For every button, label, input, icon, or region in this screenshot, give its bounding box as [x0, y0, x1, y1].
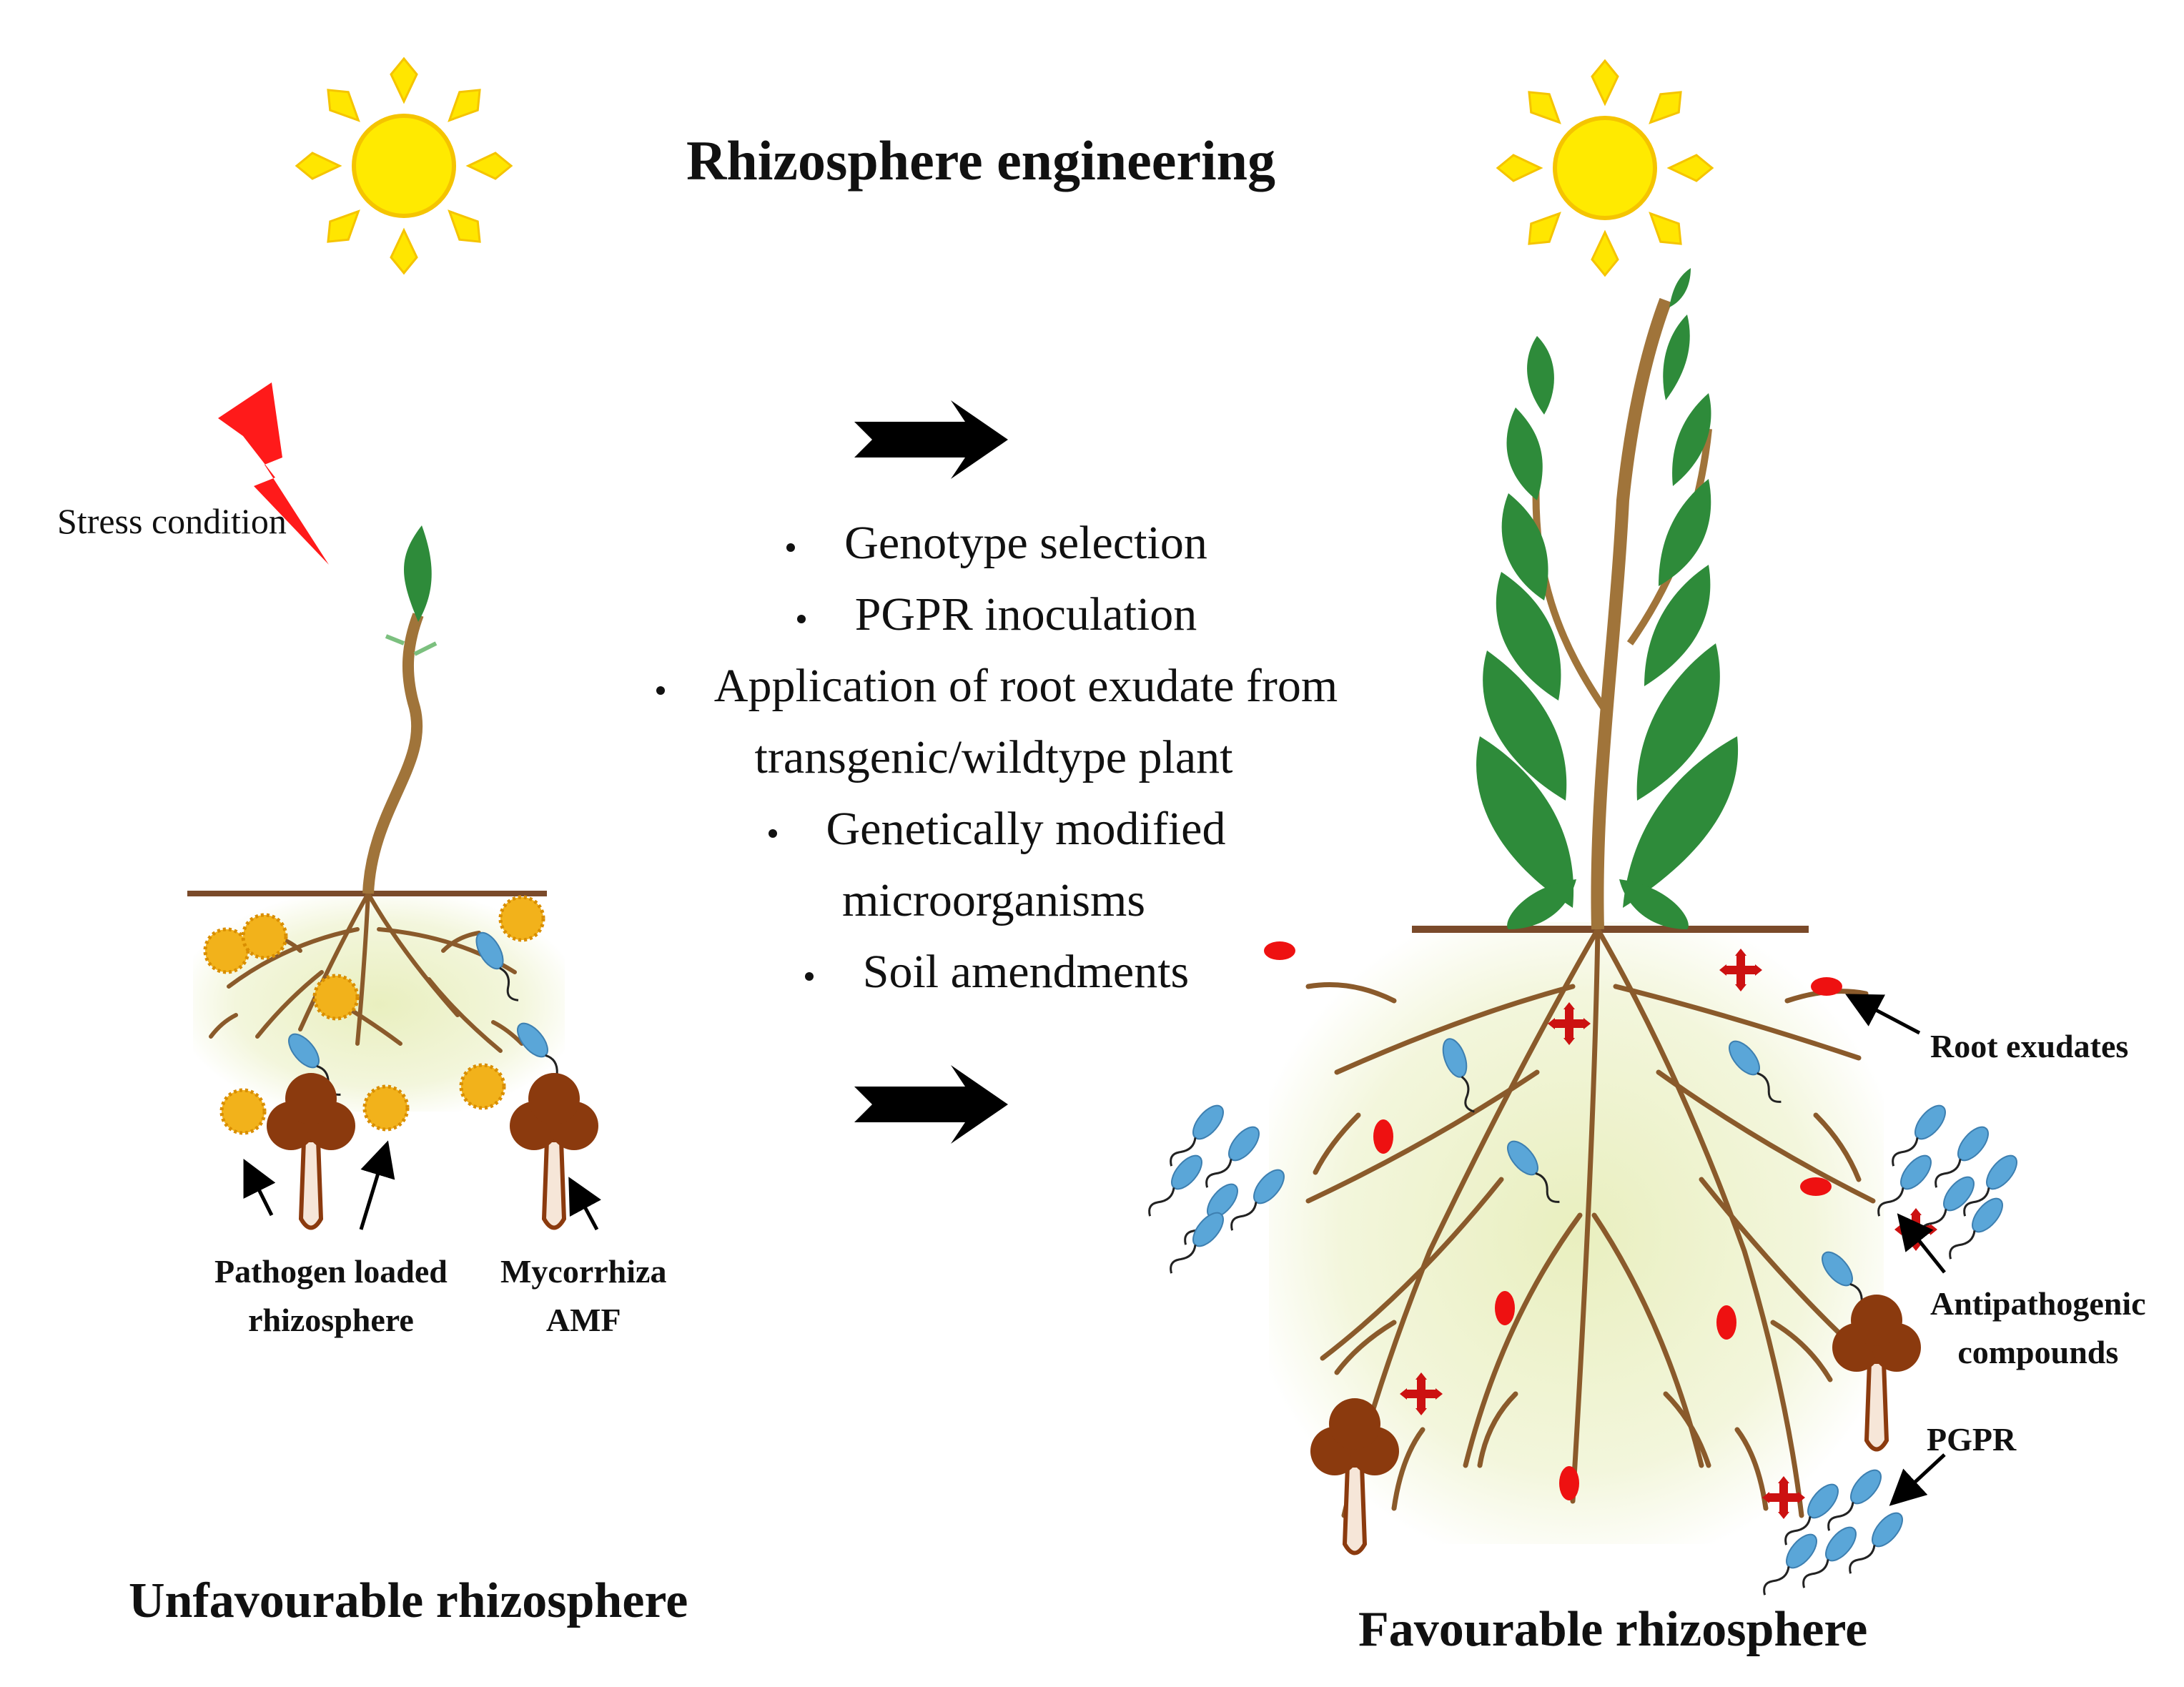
strategy-item-continued: transgenic/wildtype plant — [754, 731, 1233, 783]
diagram-title: Rhizosphere engineering — [686, 129, 1276, 192]
bullet-icon — [796, 614, 806, 623]
antipathogen-icon — [1894, 1208, 1937, 1251]
left-label-arrows — [243, 1140, 601, 1231]
strategy-item-continued: microorganisms — [841, 874, 1146, 926]
mycorrhiza-label-line2: AMF — [545, 1302, 621, 1338]
favourable-caption: Favourable rhizosphere — [1358, 1602, 1868, 1657]
pgpr-label: PGPR — [1927, 1421, 2017, 1458]
exudate-dot — [1716, 1305, 1736, 1340]
sun-icon-left — [297, 59, 511, 273]
antipathogenic-label: Antipathogenic compounds — [1930, 1280, 2146, 1377]
strategy-item: Genetically modified — [529, 793, 1458, 865]
pathogen-cell — [461, 1065, 504, 1108]
pathogen-cell — [205, 929, 248, 972]
pathogen-label-line1: Pathogen loaded — [214, 1253, 448, 1290]
strategy-item: Application of root exudate from — [529, 650, 1458, 722]
right-label-arrows — [1845, 994, 1946, 1506]
pgpr-cluster-right-upper — [1870, 1099, 2024, 1267]
bullet-icon — [786, 543, 796, 552]
strategy-item: Soil amendments — [529, 936, 1458, 1008]
mycorrhiza-label: Mycorrhiza AMF — [500, 1247, 666, 1345]
root-exudates — [1264, 941, 1842, 1500]
stress-condition-label: Stress condition — [57, 501, 287, 541]
exudate-dot — [1264, 941, 1295, 960]
antipathogenic-label-line2: compounds — [1957, 1334, 2119, 1370]
right-plant — [1476, 268, 1739, 930]
pathogen-label-line2: rhizosphere — [248, 1302, 414, 1338]
pathogen-cell — [365, 1087, 407, 1129]
unfavourable-caption: Unfavourable rhizosphere — [129, 1573, 688, 1628]
exudate-dot — [1811, 977, 1842, 996]
strategy-item: PGPR inoculation — [529, 579, 1458, 650]
bullet-icon — [768, 828, 777, 838]
pgpr-cluster-left — [1141, 1099, 1291, 1281]
bullet-icon — [804, 971, 814, 981]
pathogen-label: Pathogen loaded rhizosphere — [214, 1247, 448, 1345]
process-arrow-top — [854, 400, 1008, 479]
pathogen-cell — [222, 1090, 265, 1133]
left-plant — [362, 525, 438, 894]
bullet-icon — [656, 686, 665, 695]
process-arrow-bottom — [854, 1065, 1008, 1144]
pathogen-cell — [315, 976, 357, 1019]
exudate-dot — [1559, 1466, 1579, 1500]
lightning-icon — [218, 382, 329, 565]
exudate-dot — [1373, 1119, 1393, 1154]
strategy-item: Genotype selection — [529, 508, 1458, 579]
exudate-dot — [1495, 1291, 1515, 1325]
exudate-dot — [1800, 1177, 1832, 1196]
mycorrhiza-label-line1: Mycorrhiza — [500, 1253, 667, 1290]
root-exudates-label: Root exudates — [1930, 1028, 2129, 1064]
left-root-zone — [187, 891, 565, 1112]
sun-icon-right — [1498, 61, 1712, 275]
antipathogenic-label-line1: Antipathogenic — [1930, 1285, 2146, 1322]
pathogen-cell — [243, 915, 286, 958]
strategy-list: Genotype selection PGPR inoculation Appl… — [529, 508, 1458, 1008]
